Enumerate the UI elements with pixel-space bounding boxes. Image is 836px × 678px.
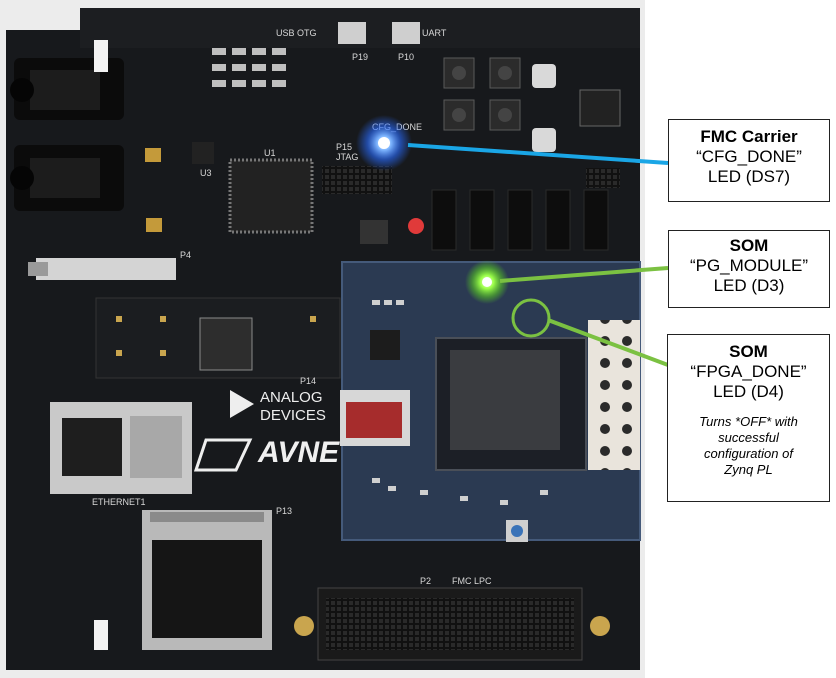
som-perforated-plate [588, 320, 640, 470]
callout-fpga-done: SOM “FPGA_DONE” LED (D4) Turns *OFF* wit… [667, 334, 830, 502]
silk-ethernet: ETHERNET1 [92, 497, 146, 507]
callout-fpga-line1: “FPGA_DONE” [690, 362, 807, 381]
sd-card-slot [142, 510, 272, 650]
silk-analog: ANALOG [260, 389, 323, 406]
callout-fpga-note-line: Turns *OFF* with [699, 414, 798, 429]
avnet-logo-mark [193, 438, 253, 472]
silk-p13: P13 [276, 506, 292, 516]
callout-cfg-line1: “CFG_DONE” [696, 147, 802, 166]
silk-p4: P4 [180, 250, 191, 260]
silk-jtag: JTAG [336, 152, 358, 162]
usb-otg-connector [338, 22, 366, 44]
callout-pg-module: SOM “PG_MODULE” LED (D3) [668, 230, 830, 308]
callout-fpga-title: SOM [729, 342, 768, 361]
callout-fpga-note: Turns *OFF* with successful configuratio… [668, 414, 829, 478]
callout-pg-line2: LED (D3) [713, 276, 785, 295]
callout-line-fpga [547, 318, 669, 367]
usb-uart-connector [392, 22, 420, 44]
silk-usb-otg: USB OTG [276, 28, 317, 38]
callout-pg-line1: “PG_MODULE” [689, 256, 809, 275]
silk-devices: DEVICES [260, 407, 326, 424]
callout-line-cfg [407, 143, 669, 165]
audio-jack-top [10, 58, 124, 120]
silk-p10: P10 [398, 52, 414, 62]
blue-led-ds7 [356, 115, 412, 171]
green-led-d3 [465, 260, 509, 304]
silk-fmc-lpc: FMC LPC [452, 576, 492, 586]
callout-line-pg [499, 266, 669, 283]
callout-cfg-title: FMC Carrier [700, 127, 798, 146]
chip-u1 [228, 158, 314, 234]
silk-uart: UART [422, 28, 447, 38]
callout-cfg-line2: LED (DS7) [707, 167, 791, 186]
d4-led-highlight-ring [511, 298, 551, 338]
p14-connector [199, 317, 253, 371]
callout-cfg-done: FMC Carrier “CFG_DONE” LED (DS7) [668, 119, 830, 202]
callout-pg-title: SOM [729, 236, 769, 255]
silk-p19: P19 [352, 52, 368, 62]
silk-p14: P14 [300, 376, 316, 386]
callout-fpga-note-line: successful [718, 430, 779, 445]
p4-connector [36, 258, 176, 280]
silk-u3: U3 [200, 168, 212, 178]
analog-devices-logo [230, 390, 254, 418]
fmc-lpc-connector [294, 587, 610, 661]
callout-fpga-note-line: configuration of [704, 446, 793, 461]
silk-p15: P15 [336, 142, 352, 152]
ethernet-jack [50, 402, 192, 494]
silk-p2: P2 [420, 576, 431, 586]
audio-jack-bottom [10, 145, 124, 211]
callout-fpga-line2: LED (D4) [713, 382, 784, 401]
callout-fpga-note-line: Zynq PL [724, 462, 773, 477]
silk-u1: U1 [264, 148, 276, 158]
